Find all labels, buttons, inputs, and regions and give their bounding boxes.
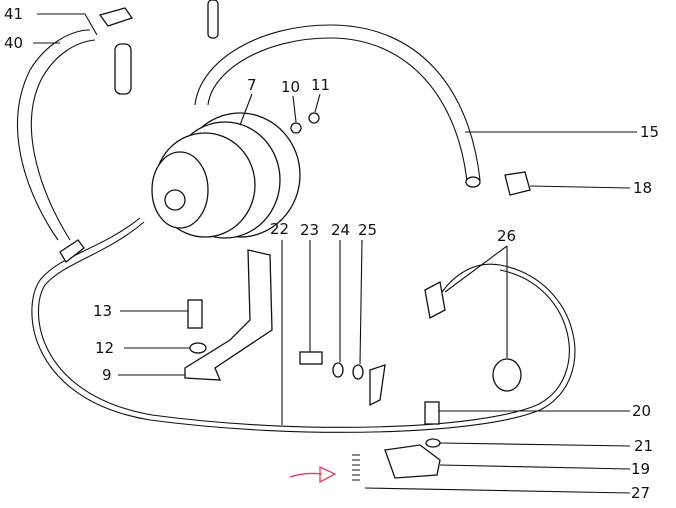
- vacuum-unit-7: [151, 112, 320, 239]
- callout-25: 25: [358, 221, 377, 239]
- callout-15: 15: [640, 123, 659, 141]
- callout-19: 19: [631, 460, 650, 478]
- callout-9: 9: [102, 366, 112, 384]
- callout-20: 20: [632, 402, 651, 420]
- callout-13: 13: [93, 302, 112, 320]
- callout-40: 40: [4, 34, 23, 52]
- callout-10: 10: [281, 78, 300, 96]
- callout-7: 7: [247, 76, 257, 94]
- cable: [31, 217, 576, 433]
- callout-27: 27: [631, 484, 650, 502]
- annotation-arrow: [289, 465, 337, 484]
- callout-21: 21: [634, 437, 653, 455]
- callout-22: 22: [270, 220, 289, 238]
- hose-40: [16, 29, 91, 241]
- callout-41: 41: [4, 5, 23, 23]
- callout-18: 18: [633, 179, 652, 197]
- bracket-9: [184, 249, 273, 381]
- callout-26: 26: [497, 227, 516, 245]
- callout-11: 11: [311, 76, 330, 94]
- callout-24: 24: [331, 221, 350, 239]
- callout-12: 12: [95, 339, 114, 357]
- hose-15: [194, 24, 481, 181]
- callout-23: 23: [300, 221, 319, 239]
